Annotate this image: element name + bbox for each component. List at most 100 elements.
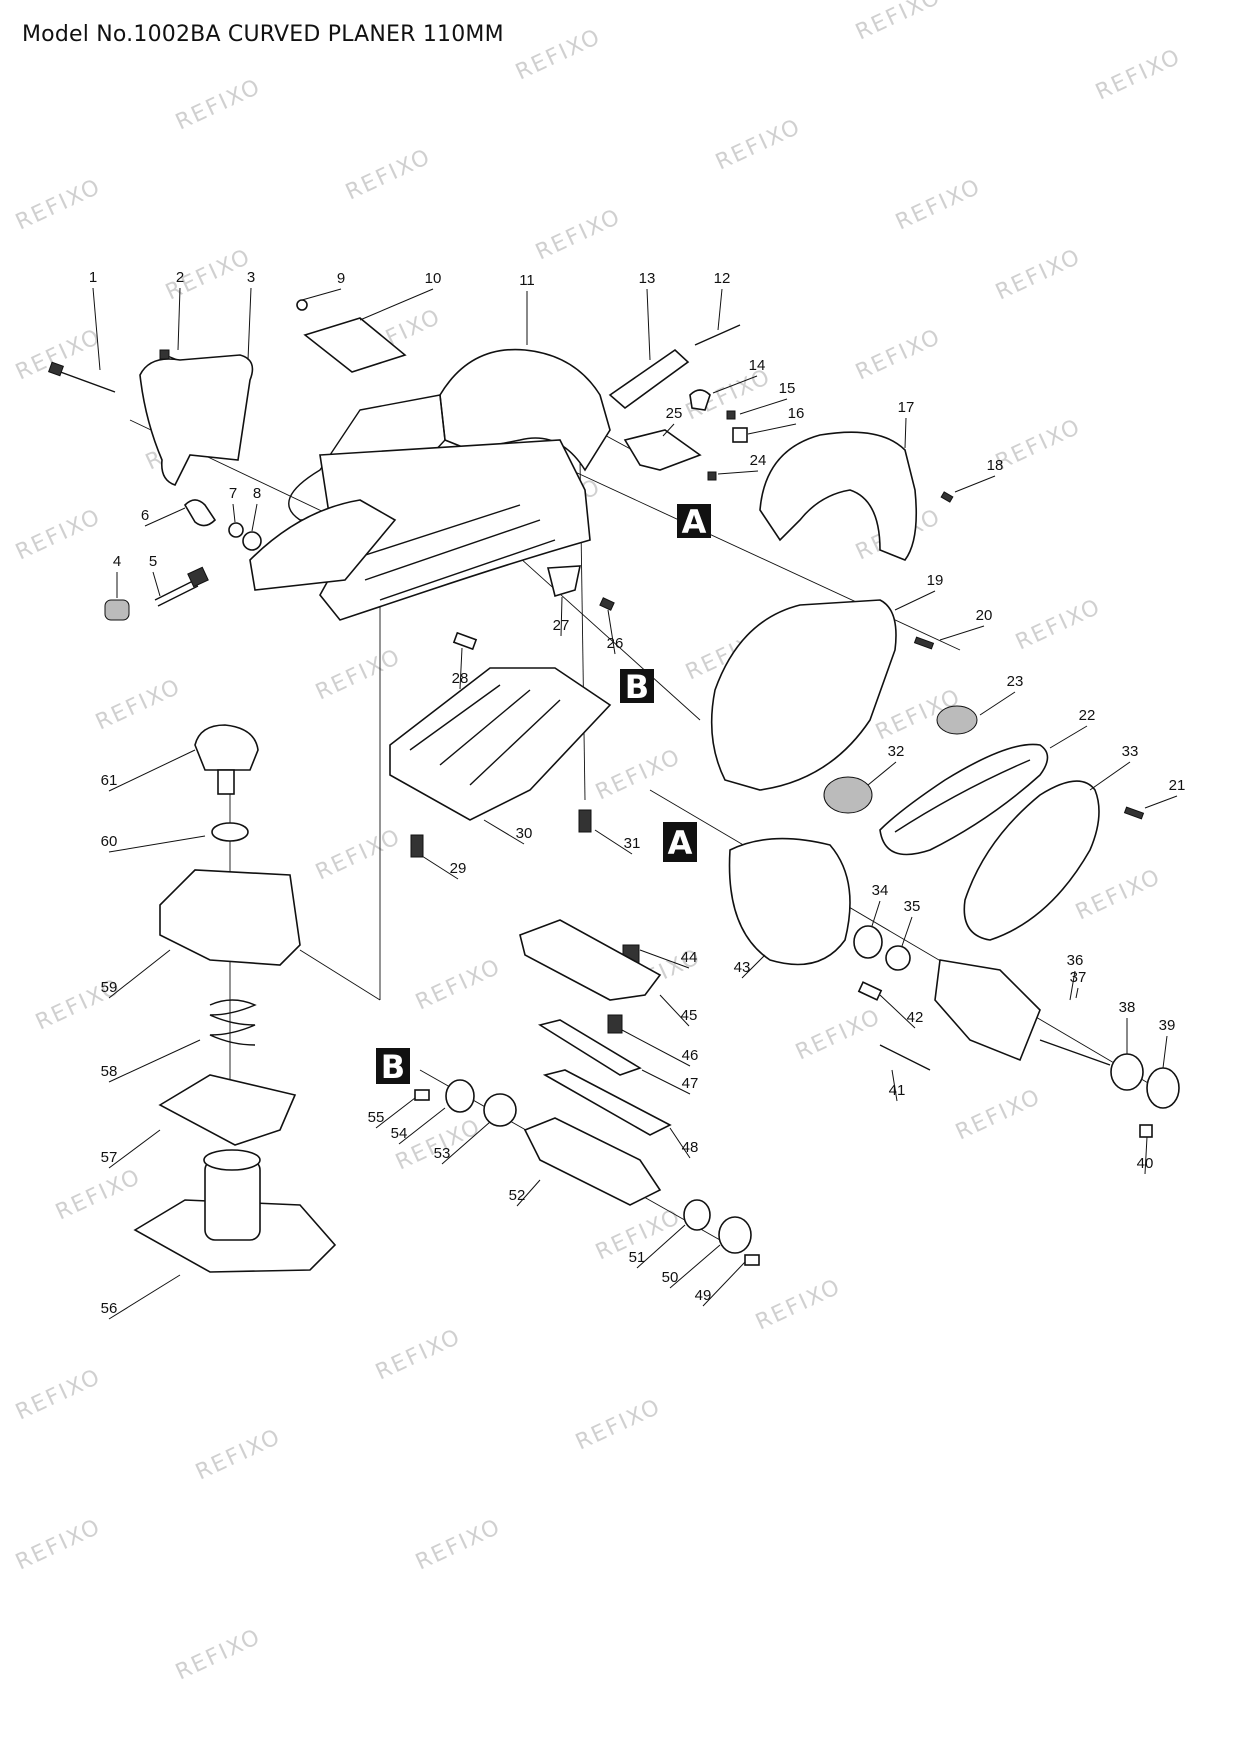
watermark-text: REFIXO <box>852 324 945 385</box>
part-number-label-54: 54 <box>391 1125 408 1142</box>
part-number-label-46: 46 <box>682 1047 699 1064</box>
watermark-text: REFIXO <box>952 1084 1045 1145</box>
watermark-text: REFIXO <box>12 1514 105 1575</box>
part-31-screw-icon <box>578 809 592 833</box>
part-43-field-coil-icon <box>728 837 851 966</box>
leader-line-36 <box>1069 970 1076 1001</box>
svg-text:B: B <box>625 668 649 706</box>
leader-line-23 <box>979 691 1016 716</box>
leader-line-31 <box>594 829 633 855</box>
part-14-clamp-icon <box>689 389 711 411</box>
watermark-text: REFIXO <box>412 1514 505 1575</box>
svg-text:B: B <box>381 1048 405 1086</box>
part-number-label-13: 13 <box>639 270 656 287</box>
part-number-label-41: 41 <box>889 1082 906 1099</box>
leader-line-32 <box>867 761 897 786</box>
watermark-text: REFIXO <box>12 504 105 565</box>
part-number-label-7: 7 <box>229 485 237 502</box>
part-58-spring-icon <box>209 999 257 1046</box>
leader-line-28 <box>459 647 463 690</box>
watermark-text: REFIXO <box>92 674 185 735</box>
part-number-label-58: 58 <box>101 1063 118 1080</box>
watermark-text: REFIXO <box>792 1004 885 1065</box>
part-number-label-22: 22 <box>1079 707 1096 724</box>
part-number-label-53: 53 <box>434 1145 451 1162</box>
part-number-label-19: 19 <box>927 572 944 589</box>
part-number-label-29: 29 <box>450 860 467 877</box>
watermark-text: REFIXO <box>12 174 105 235</box>
part-number-label-3: 3 <box>247 269 255 286</box>
leader-line-35 <box>901 916 913 947</box>
part-number-label-38: 38 <box>1119 999 1136 1016</box>
leader-line-16 <box>747 423 797 435</box>
parts <box>48 299 1180 1273</box>
watermark-text: REFIXO <box>172 74 265 135</box>
reference-tag-b-top <box>620 669 654 703</box>
leader-line-8 <box>251 503 258 532</box>
part-54-bearing-icon <box>445 1079 475 1113</box>
part-number-label-10: 10 <box>425 270 442 287</box>
watermark-text: REFIXO <box>372 1324 465 1385</box>
watermark-text: REFIXO <box>752 1274 845 1335</box>
part-38-bearing-icon <box>1110 1053 1144 1091</box>
part-number-label-2: 2 <box>176 269 184 286</box>
leader-line-47 <box>641 1069 691 1095</box>
watermark-text: REFIXO <box>712 114 805 175</box>
leader-line-53 <box>441 1121 491 1165</box>
watermark-text: REFIXO <box>852 0 945 45</box>
leader-line-45 <box>659 994 690 1027</box>
leader-line-59 <box>108 949 171 999</box>
reference-tags: A B A B <box>376 503 711 1086</box>
leader-line-61 <box>108 749 196 792</box>
part-32-pulley-icon <box>823 776 873 814</box>
leader-lines <box>92 287 1178 1320</box>
leader-line-12 <box>717 288 723 331</box>
part-29-screw-icon <box>410 834 424 858</box>
part-number-label-47: 47 <box>682 1075 699 1092</box>
part-22-drive-belt-icon <box>879 743 1049 856</box>
part-number-label-35: 35 <box>904 898 921 915</box>
part-number-label-12: 12 <box>714 270 731 287</box>
part-34-bearing-icon <box>853 925 883 959</box>
watermark-text: REFIXO <box>412 954 505 1015</box>
part-number-label-36: 36 <box>1067 952 1084 969</box>
part-number-label-18: 18 <box>987 457 1004 474</box>
part-number-label-52: 52 <box>509 1187 526 1204</box>
leader-line-6 <box>144 507 186 527</box>
leader-line-10 <box>359 288 434 321</box>
part-40-pin-icon <box>1139 1124 1153 1138</box>
part-number-label-61: 61 <box>101 772 118 789</box>
leader-line-17 <box>904 417 907 449</box>
leader-line-7 <box>232 503 236 523</box>
part-number-label-16: 16 <box>788 405 805 422</box>
leader-line-27 <box>560 596 563 637</box>
part-55-pin-icon <box>414 1089 430 1101</box>
watermark-text: REFIXO <box>992 414 1085 475</box>
page-title: Model No.1002BA CURVED PLANER 110MM <box>22 22 504 47</box>
leader-line-25 <box>662 423 675 437</box>
part-46-screw-icon <box>607 1014 623 1034</box>
leader-line-41 <box>891 1069 898 1102</box>
leader-line-14 <box>712 375 758 394</box>
part-number-label-44: 44 <box>681 949 698 966</box>
part-13-cord-guard-icon <box>608 348 690 410</box>
leader-line-48 <box>669 1127 691 1159</box>
part-7-washer-icon <box>228 522 244 538</box>
part-57-plate-icon <box>158 1074 297 1146</box>
part-3-chip-cover-icon <box>139 354 254 486</box>
part-23-pulley-icon <box>936 705 978 735</box>
part-number-label-30: 30 <box>516 825 533 842</box>
watermark-text: REFIXO <box>192 1424 285 1485</box>
part-42-pin-icon <box>857 981 883 1001</box>
part-39-bearing-icon <box>1146 1067 1180 1109</box>
watermark-text: REFIXO <box>342 144 435 205</box>
part-16-switch-part-icon <box>732 427 748 443</box>
part-10-nameplate-icon <box>303 317 407 373</box>
leader-line-33 <box>1089 761 1131 791</box>
watermark-text: REFIXO <box>892 174 985 235</box>
part-47-blade-icon <box>537 1019 642 1076</box>
leader-line-37 <box>1075 987 1079 999</box>
part-17-handle-cover-icon <box>759 431 918 561</box>
leader-line-44 <box>639 949 690 969</box>
part-35-washer-icon <box>885 945 911 971</box>
